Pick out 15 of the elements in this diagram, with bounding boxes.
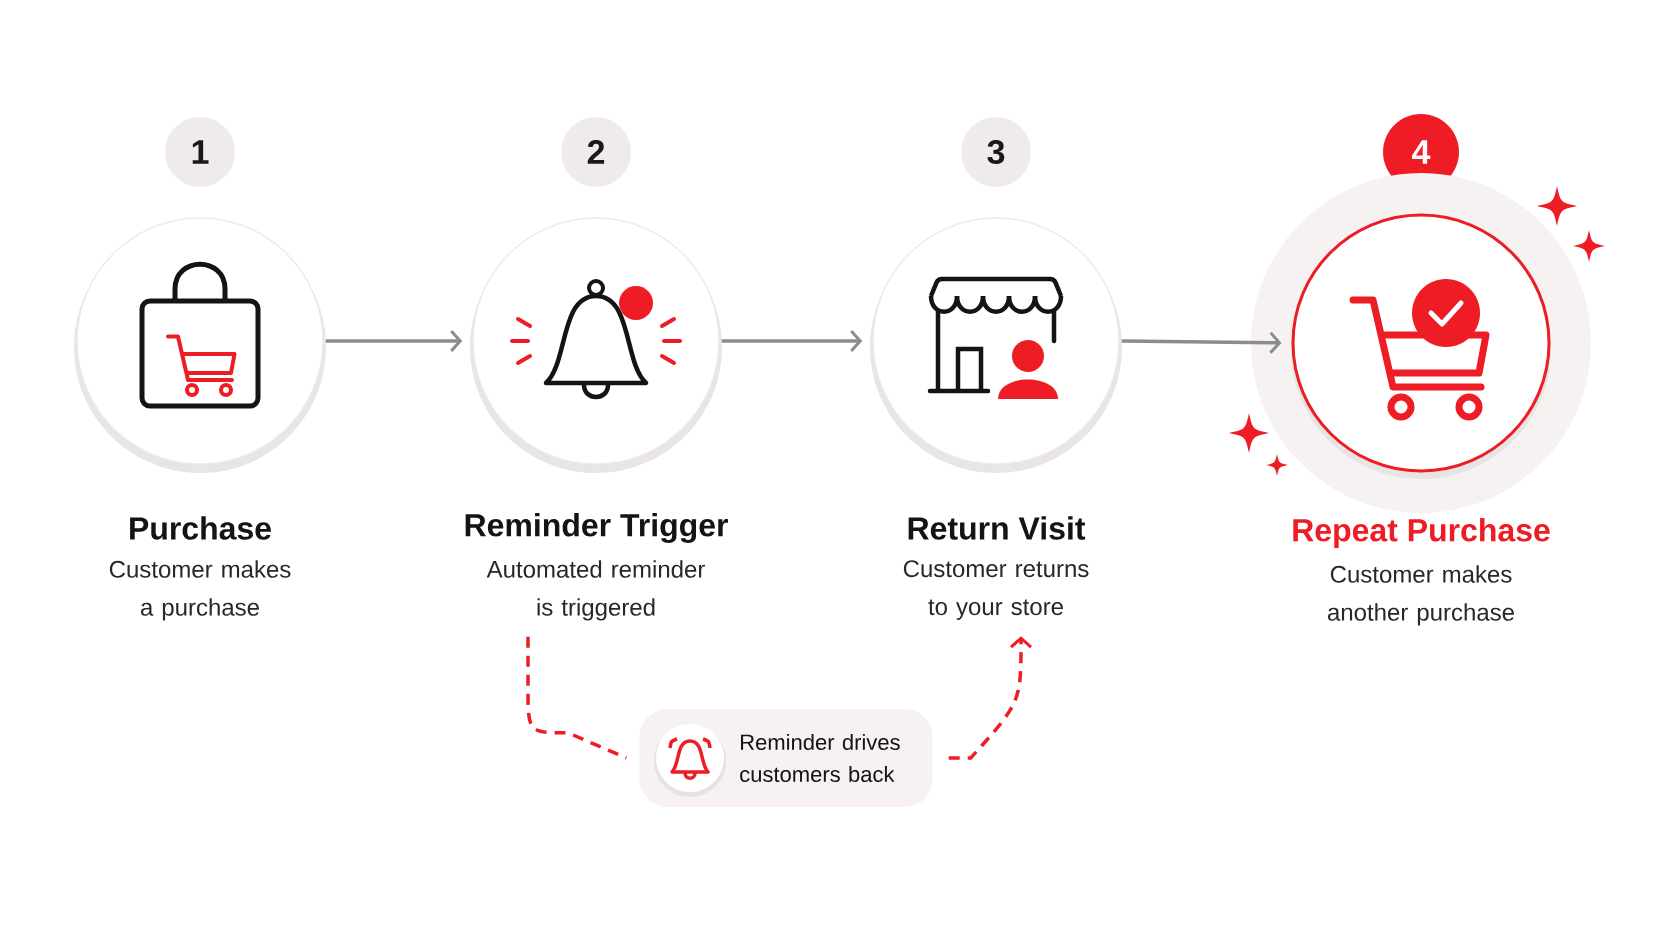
arrow bbox=[948, 636, 1032, 760]
arrow bbox=[325, 330, 463, 352]
number-badge: 2 bbox=[561, 117, 631, 187]
step-description: Automated reminder is triggered bbox=[486, 560, 705, 621]
step-title: Repeat Purchase bbox=[1293, 518, 1550, 548]
step-description: Customer returns to your store bbox=[903, 560, 1089, 620]
arrow bbox=[721, 330, 863, 352]
step-description: Customer makes another purchase bbox=[1327, 565, 1514, 626]
step-title: Purchase bbox=[130, 516, 271, 540]
number-badge: 1 bbox=[165, 117, 235, 187]
step-title: Reminder Trigger bbox=[465, 513, 728, 543]
step-description: Customer makes a purchase bbox=[109, 560, 291, 621]
arrow bbox=[1121, 331, 1282, 354]
number-badge: 3 bbox=[961, 117, 1031, 187]
step-title: Return Visit bbox=[908, 516, 1086, 540]
